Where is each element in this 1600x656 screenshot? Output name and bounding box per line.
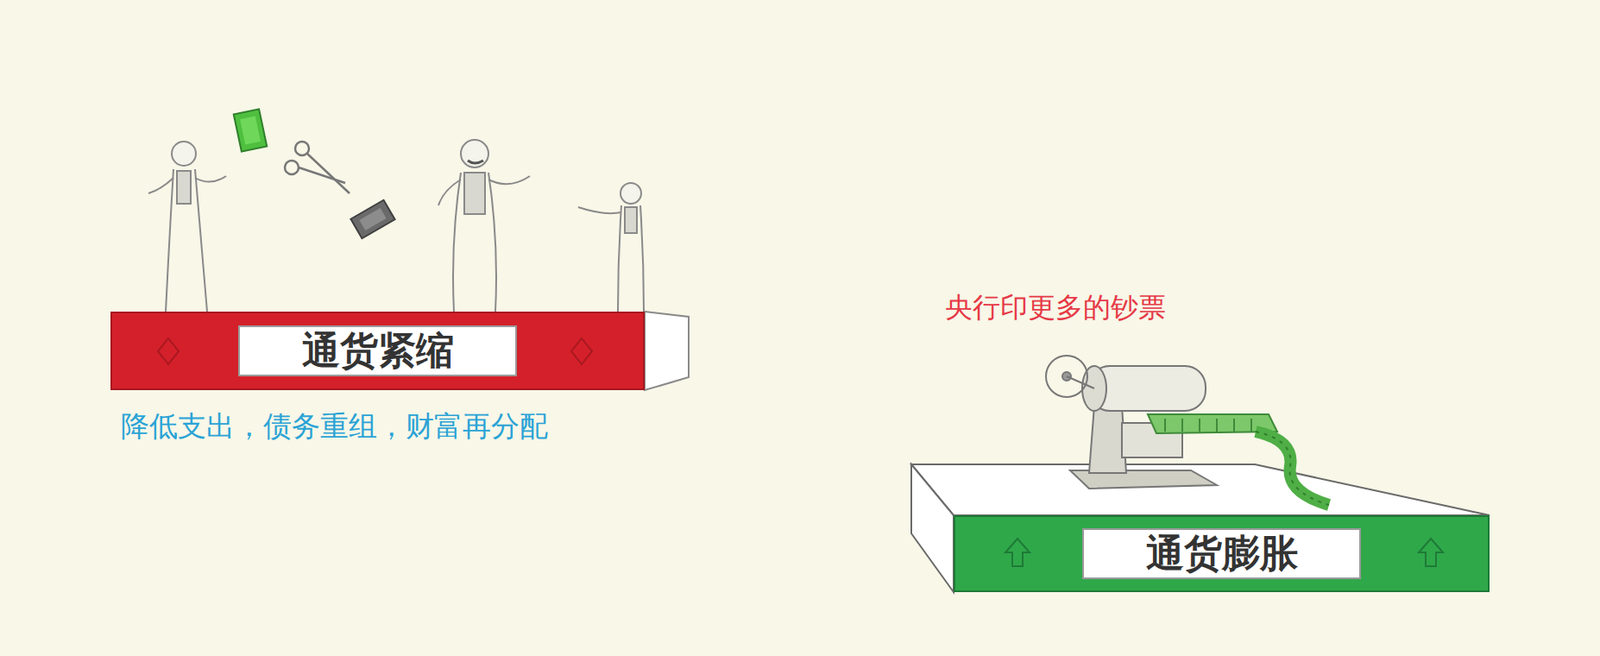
box-side [911, 464, 954, 593]
band-title: 通货紧缩 [302, 329, 454, 372]
stick-figure [148, 141, 227, 312]
stick-figure [438, 139, 530, 312]
annotation-text: 央行印更多的钞票 [944, 290, 1166, 324]
money-icon [233, 108, 267, 152]
money-icon [350, 200, 395, 240]
band-label: 通货膨胀 [1082, 528, 1361, 579]
band-box: 通货膨胀 [953, 515, 1490, 593]
band-box: 通货紧缩 [110, 311, 645, 391]
annotation-text: 降低支出，债务重组，财富再分配 [120, 409, 549, 444]
box-top [911, 464, 1490, 516]
stick-figure [578, 182, 644, 312]
band-label: 通货紧缩 [238, 325, 517, 376]
scissors-icon [284, 141, 350, 194]
printing-press [1045, 355, 1330, 505]
band-title: 通货膨胀 [1146, 532, 1298, 574]
box-side [644, 311, 689, 391]
